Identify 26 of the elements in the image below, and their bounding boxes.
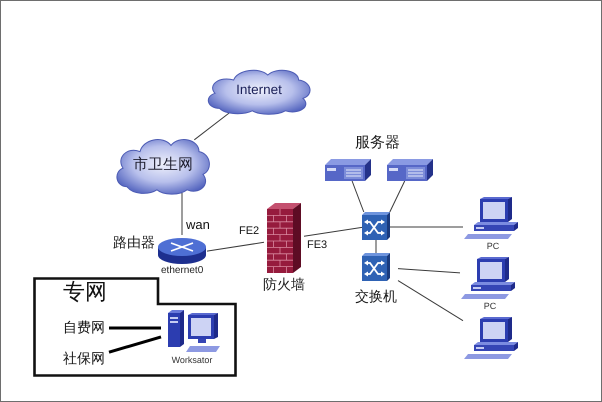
connector-line bbox=[304, 226, 362, 237]
connector-line bbox=[206, 242, 264, 252]
device-label: 防火墙 bbox=[263, 277, 305, 294]
connector-line bbox=[352, 180, 364, 212]
port-label: FE3 bbox=[307, 239, 328, 251]
device-label: 交换机 bbox=[355, 289, 397, 306]
device-label: PC bbox=[484, 301, 496, 312]
cloud-label: 市卫生网 bbox=[133, 155, 193, 173]
connector-line bbox=[389, 180, 406, 212]
connector-line bbox=[390, 226, 464, 228]
network-label: 社保网 bbox=[63, 350, 105, 368]
port-label: ethernet0 bbox=[161, 266, 204, 276]
connector-line bbox=[398, 268, 460, 274]
device-label: PC bbox=[486, 241, 500, 252]
device-label: 路由器 bbox=[113, 235, 155, 252]
port-label: FE2 bbox=[239, 225, 260, 237]
connector-line bbox=[109, 326, 161, 330]
port-label: wan bbox=[186, 218, 210, 231]
connector-line bbox=[194, 111, 232, 140]
network-label: 自费网 bbox=[63, 320, 105, 336]
connector-line bbox=[398, 280, 464, 322]
connector-line bbox=[108, 335, 162, 354]
zone-title: 专网 bbox=[63, 280, 107, 306]
group-label: 服务器 bbox=[355, 133, 400, 151]
cloud-label: Internet bbox=[236, 82, 282, 98]
device-label: Worksator bbox=[172, 355, 212, 366]
